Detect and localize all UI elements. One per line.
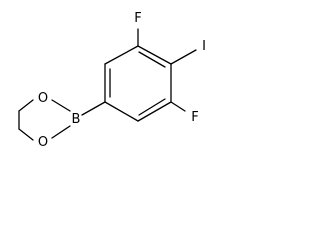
bond-oxygen-top-carbon: [18, 99, 34, 112]
ring-bond-top-right: [137, 45, 172, 65]
structure-diagram: F I F B O O: [18, 11, 206, 150]
bond-to-fluorine-bottom: [170, 101, 186, 112]
atom-iodine: I: [202, 39, 206, 54]
ring-bond-bottom-left: [104, 101, 139, 122]
atom-fluorine-top: F: [134, 11, 141, 26]
ring-double-bond-top-right: [138, 51, 166, 68]
atom-oxygen-bottom: O: [38, 135, 48, 150]
bond-carbon-oxygen-bottom: [18, 128, 34, 141]
bond-boron-oxygen-top: [51, 99, 71, 112]
ring-bond-top-left: [104, 45, 139, 65]
atom-boron: B: [72, 112, 81, 127]
ring-double-bond-bottom-right: [138, 98, 166, 116]
molecule-canvas: F I F B O O: [0, 0, 215, 175]
ring-bond-bottom-right: [137, 101, 172, 122]
atom-fluorine-bottom: F: [191, 110, 198, 125]
atom-oxygen-top: O: [38, 91, 48, 106]
bond-to-iodine: [170, 49, 197, 65]
bond-ring-to-boron: [81, 101, 106, 116]
bond-boron-oxygen-bottom: [51, 125, 71, 139]
